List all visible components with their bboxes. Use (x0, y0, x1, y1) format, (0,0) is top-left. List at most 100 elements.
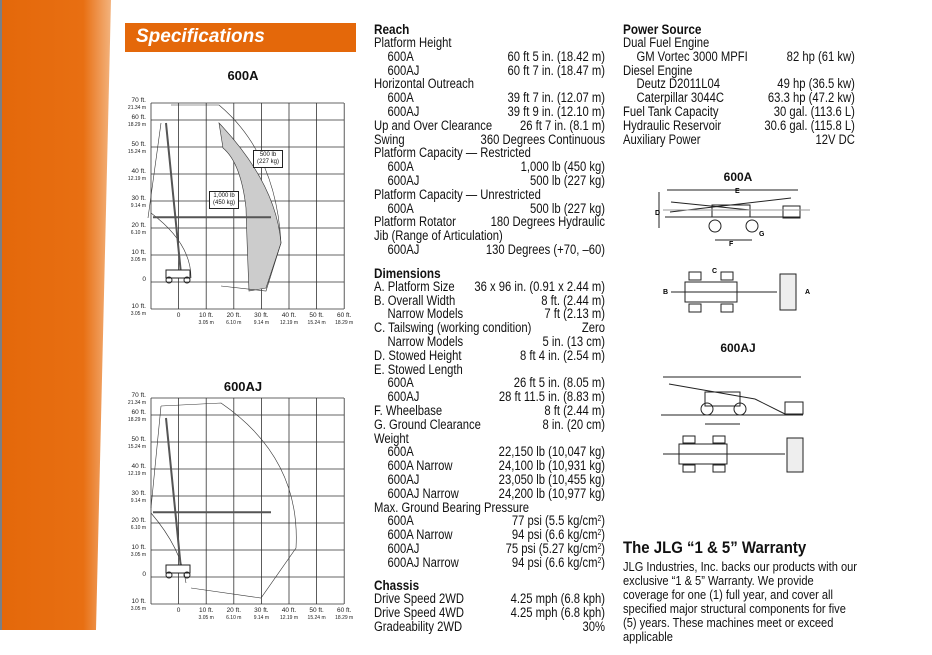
spec-label: Platform Height (374, 35, 452, 50)
tick-ft: 30 ft. (131, 195, 146, 202)
spec-label: Up and Over Clearance (374, 117, 493, 133)
spec-label: B. Overall Width (374, 292, 456, 308)
tick-ft: 60 ft. (131, 409, 146, 416)
spec-label: Swing (374, 131, 405, 147)
spec-label: Jib (Range of Articulation) (374, 228, 503, 244)
spec-row: Platform Capacity — Unrestricted (374, 186, 605, 202)
section-header: Specifications (125, 23, 356, 52)
chart-title-600aj: 600AJ (223, 379, 263, 394)
spec-label: Fuel Tank Capacity (623, 103, 719, 119)
tick-ft: 30 ft. (254, 312, 269, 319)
top-view-600a (671, 271, 797, 313)
spec-label: E. Stowed Length (374, 361, 463, 377)
spec-row: Horizontal Outreach (374, 77, 605, 91)
chart-title-600a: 600A (227, 68, 259, 83)
x-tick-label: 50 ft.15.24 m (302, 312, 332, 326)
capacity-kg: (450 kg) (213, 200, 236, 206)
dim-c: C (712, 268, 717, 275)
x-tick-label: 10 ft.3.05 m (191, 607, 221, 621)
spec-value: 24,200 lb (10,977 kg) (498, 485, 605, 501)
spec-row: E. Stowed Length (374, 361, 605, 377)
tick-m: 15.24 m (127, 443, 146, 450)
tick-m: 6.10 m (226, 319, 242, 326)
spec-label: Drive Speed 4WD (374, 605, 465, 621)
spec-row: Weight (374, 431, 605, 446)
tick-m: 15.24 m (127, 148, 146, 155)
spec-value: 77 psi (5.5 kg/cm2) (511, 513, 605, 529)
capacity-lb: 500 lb (259, 152, 277, 158)
spec-row: Max. Ground Bearing Pressure (374, 499, 605, 515)
tick-ft: 0 (142, 276, 146, 283)
dim-e: E (735, 188, 740, 195)
spec-label: 600AJ Narrow (387, 554, 459, 570)
spec-value: 30.6 gal. (115.8 L) (764, 117, 855, 133)
spec-row: B. Overall Width 8 ft. (2.44 m) (374, 292, 605, 308)
spec-label: Horizontal Outreach (374, 76, 475, 92)
tick-m: 18.29 m (335, 319, 354, 326)
spec-label: F. Wheelbase (374, 402, 443, 418)
spec-value: 7 ft (2.13 m) (544, 306, 605, 322)
spec-label: 600AJ (387, 540, 420, 556)
tick-ft: 0 (176, 607, 181, 614)
y-tick-label: 30 ft.9.14 m (116, 490, 146, 504)
tick-m: 12.19 m (127, 470, 146, 477)
spec-row: Dual Fuel Engine (623, 36, 855, 50)
y-tick-label: 10 ft.3.05 m (116, 598, 146, 612)
x-tick-label: 40 ft.12.19 m (274, 312, 304, 326)
dim-a: A (805, 289, 810, 296)
section-heading: Reach (374, 21, 410, 37)
section-heading: Chassis (374, 577, 420, 594)
spec-label: Platform Capacity — Unrestricted (374, 186, 541, 202)
spec-label: 600A Narrow (387, 458, 453, 474)
spec-label: C. Tailswing (working condition) (374, 320, 532, 336)
spec-value: 39 ft 9 in. (12.10 m) (507, 103, 605, 119)
tick-m: 15.24 m (307, 614, 326, 621)
dim-f: F (729, 241, 734, 248)
tick-ft: 10 ft. (131, 544, 146, 551)
y-tick-label: 10 ft.3.05 m (116, 249, 146, 263)
tick-m: 21.34 m (127, 399, 146, 406)
warranty-text: JLG Industries, Inc. backs our products … (623, 559, 857, 644)
tick-ft: 40 ft. (131, 463, 146, 470)
spec-value: 500 lb (227 kg) (529, 200, 605, 216)
spec-label: Max. Ground Bearing Pressure (374, 499, 530, 515)
dim-g: G (759, 231, 765, 238)
tick-m: 18.29 m (335, 614, 354, 621)
tick-m: 9.14 m (130, 202, 146, 209)
tick-ft: 50 ft. (309, 312, 324, 319)
spec-label: 600A (387, 200, 414, 216)
y-tick-label: 70 ft.21.34 m (116, 97, 146, 111)
tick-m: 6.10 m (226, 614, 242, 621)
spec-label: Deutz D2011L04 (636, 76, 721, 92)
capacity-lb: 1,000 lb (213, 193, 235, 199)
x-tick-label: 0 (164, 607, 194, 615)
spec-label: 600A (387, 444, 414, 460)
spec-value: 30 gal. (113.6 L) (773, 103, 855, 119)
spec-label: Drive Speed 2WD (374, 591, 465, 607)
tick-m: 18.29 m (127, 416, 146, 423)
tick-m: 3.05 m (130, 310, 146, 317)
x-tick-label: 60 ft.18.29 m (329, 607, 359, 621)
section-heading: Power Source (623, 21, 702, 37)
side-view-600a (658, 189, 810, 241)
tick-m: 21.34 m (127, 104, 146, 111)
spec-value: 8 ft. (2.44 m) (541, 292, 605, 308)
spec-label: Platform Capacity — Restricted (374, 145, 531, 161)
y-tick-label: 60 ft.18.29 m (116, 409, 146, 423)
